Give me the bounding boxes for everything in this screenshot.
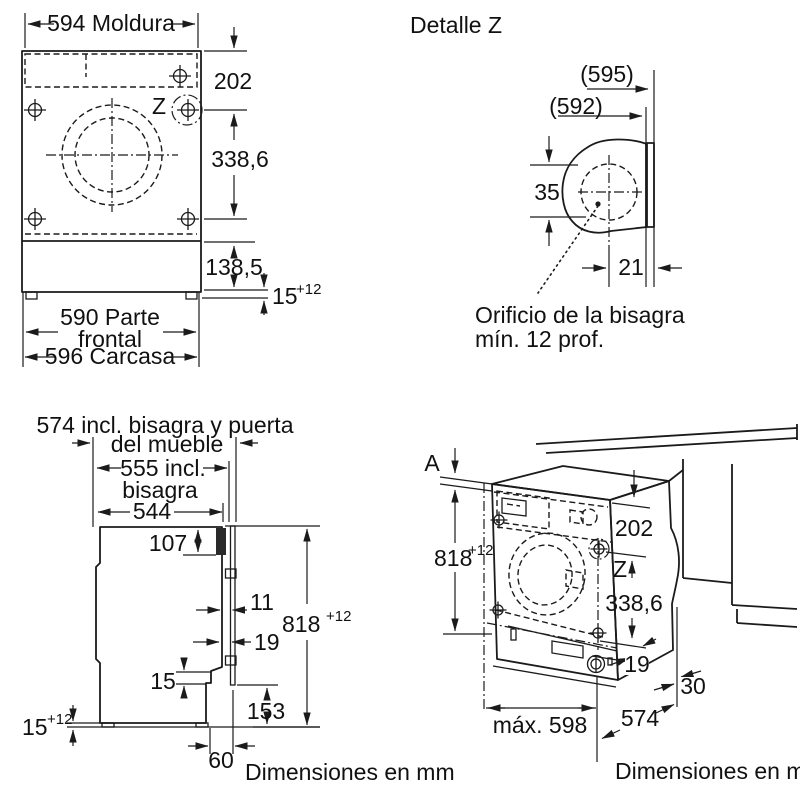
dim-35: 35: [534, 179, 560, 205]
screw-right-lower: [176, 207, 200, 231]
leader-dot: [595, 201, 601, 207]
dim-15-sup: +12: [296, 281, 321, 298]
furniture-door-panel: [229, 525, 236, 686]
machine-body-front: [21, 50, 202, 293]
detail-z-view: Detalle Z (595) (592) 35 21 Orificio de …: [410, 12, 685, 352]
dim-15-step: 15: [150, 668, 176, 694]
detail-z-marker-3d: [588, 538, 610, 560]
dim-11: 11: [250, 589, 274, 615]
dim-30: 30: [680, 673, 706, 699]
z-label: Z: [152, 93, 166, 119]
front-view: Z 594 Moldura 202 338,6 138,5 15 +12: [21, 10, 321, 369]
dim-138-5: 138,5: [205, 254, 263, 280]
door-inner-3d: [517, 544, 573, 606]
knob-circle: [580, 508, 598, 526]
dim-590-line1: 590 Parte: [60, 304, 160, 330]
dim-544: 544: [133, 498, 172, 524]
screw-left-lower: [23, 207, 47, 231]
machine-front-face: [491, 483, 619, 681]
label-a: A: [424, 450, 440, 476]
screw-top: [168, 64, 192, 88]
plinth-slot: [510, 628, 517, 641]
dim-202: 202: [214, 68, 252, 94]
hinge-cutout-blob: [561, 138, 648, 234]
detergent-drawer-outline: [24, 53, 198, 88]
dim-555-line2: bisagra: [122, 477, 198, 503]
dim-15: 15: [272, 283, 298, 309]
dim-594-moldura: 594 Moldura: [47, 10, 175, 36]
detail-z-title: Detalle Z: [410, 12, 502, 38]
side-view: 107 574 incl. bisagra y puerta del muebl…: [22, 412, 455, 785]
screw-3d-z: [589, 539, 609, 559]
dim-555-line1: 555 incl.: [120, 455, 206, 481]
perspective-footer: Dimensiones en mm: [615, 758, 800, 784]
dim-338-6-3d: 338,6: [605, 590, 663, 616]
worktop-bracket: [216, 528, 226, 555]
dim-818: 818: [282, 611, 320, 637]
foot-right: [185, 291, 198, 300]
screw-left-upper: [23, 98, 47, 122]
display-window-dashed: [569, 509, 584, 525]
plinth-display: [551, 640, 584, 659]
dim-818-sup: +12: [326, 608, 351, 625]
dim-574-3d: 574: [621, 705, 660, 731]
detail-z-marker-circle: [171, 94, 203, 126]
hinge-bracket-top: [224, 568, 237, 579]
dim-574-line2: del mueble: [111, 431, 224, 457]
dim-153: 153: [247, 698, 285, 724]
door-handle-3d: [565, 569, 584, 590]
dim-19-3d: 19: [624, 651, 650, 677]
machine-right-face: [609, 480, 680, 681]
hinge-bracket-bottom: [224, 655, 237, 666]
drawer-outline-3d: [496, 490, 550, 530]
dim-574-line1: 574 incl. bisagra y puerta: [37, 412, 294, 438]
z-label-3d: Z: [613, 556, 627, 582]
screw-3d-lower-left: [488, 600, 508, 620]
dim-596-carcasa: 596 Carcasa: [45, 343, 176, 369]
dim-592: (592): [549, 93, 603, 119]
hinge-note-line1: Orificio de la bisagra: [475, 302, 685, 328]
side-footer: Dimensiones en mm: [245, 759, 455, 785]
dim-max-598: máx. 598: [493, 712, 588, 738]
dim-19: 19: [254, 629, 280, 655]
dim-595: (595): [580, 61, 634, 87]
dim-15-feet-sup: +12: [47, 711, 72, 728]
hinge-note-line2: mín. 12 prof.: [475, 326, 604, 352]
dim-60: 60: [208, 747, 234, 773]
dim-202-3d: 202: [615, 515, 653, 541]
dim-590-line2: frontal: [78, 326, 142, 352]
dim-15-feet: 15: [22, 714, 48, 740]
drawer-handle-3d: [501, 497, 527, 517]
dim-107: 107: [149, 530, 187, 556]
door-edge-bar: [645, 142, 655, 228]
screw-z: [176, 98, 200, 122]
dim-21: 21: [618, 254, 644, 280]
perspective-view: Z A 818 +12 202 338,6: [424, 424, 800, 784]
dim-818-3d: 818: [434, 545, 472, 571]
door-outer-3d: [508, 532, 586, 616]
dim-818-3d-sup: +12: [468, 542, 493, 559]
dim-338-6: 338,6: [211, 146, 269, 172]
foot-left: [25, 291, 38, 300]
